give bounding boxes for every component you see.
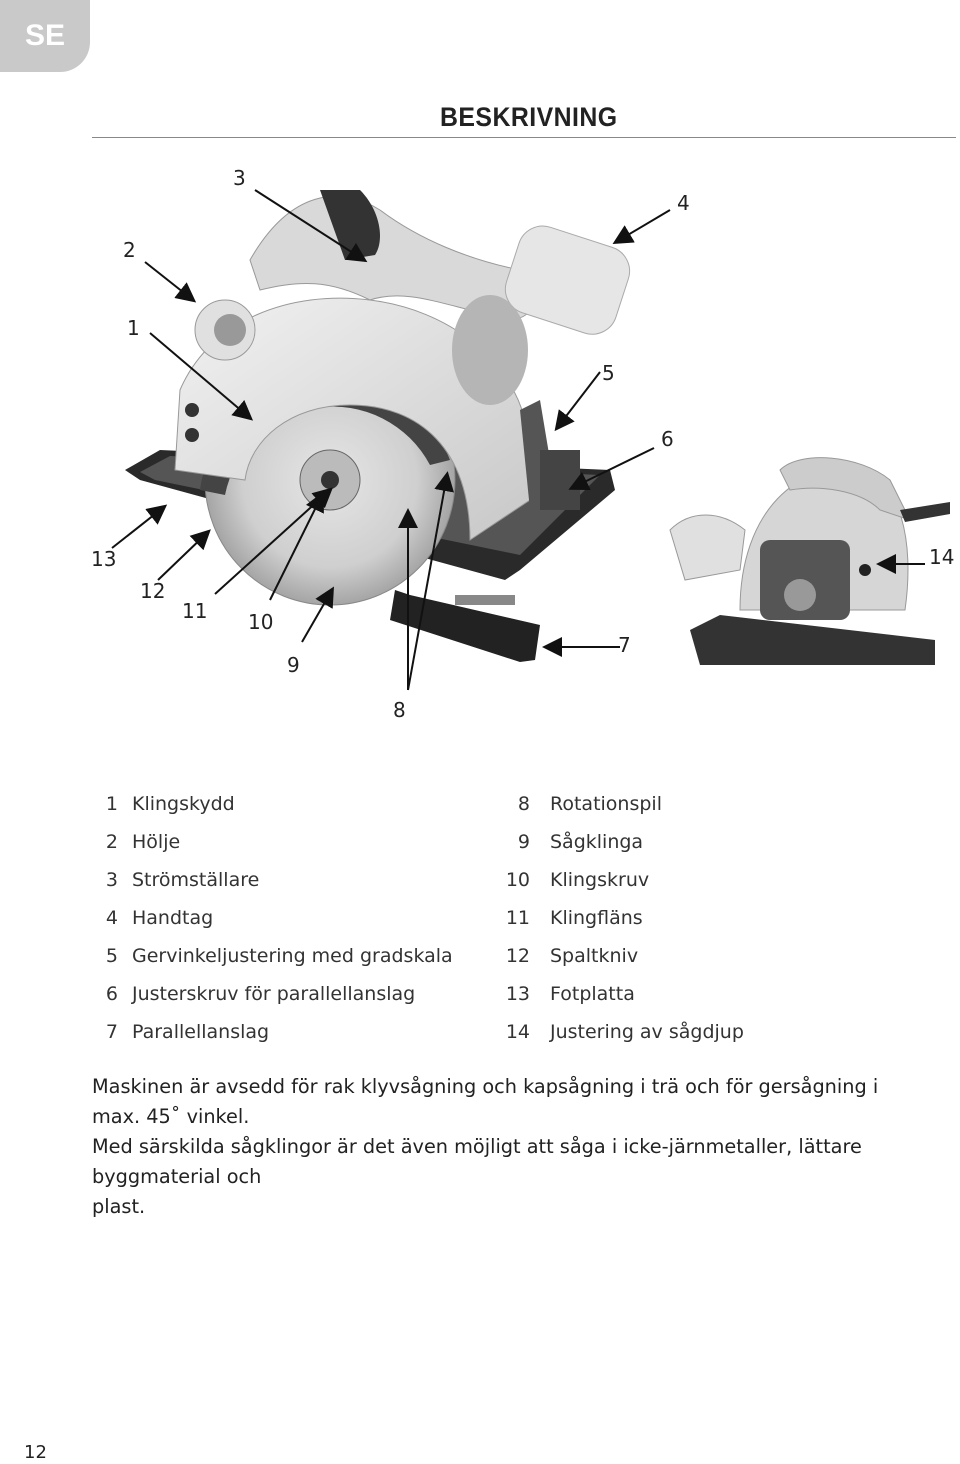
callout-12: 12 [140,579,166,603]
legend-item: 12 Spaltkniv [492,937,744,975]
description-paragraph: Maskinen är avsedd för rak klyvsågning o… [92,1072,932,1222]
legend-label: Klingfläns [550,907,643,929]
legend-item: 11 Klingfläns [492,899,744,937]
legend-number: 13 [505,983,530,1005]
legend-label: Spaltkniv [550,945,639,967]
callout-8: 8 [393,698,406,722]
legend-item: 1 Klingskydd [88,785,453,823]
callout-6: 6 [661,427,674,451]
callout-9: 9 [287,653,300,677]
title-divider [92,137,956,138]
legend-label: Rotationspil [550,793,662,815]
legend-number: 9 [517,831,530,853]
description-line: Med särskilda sågklingor är det även möj… [92,1135,862,1188]
callout-4: 4 [677,191,690,215]
legend-label: Justerskruv för parallellanslag [132,983,416,1005]
legend-label: Handtag [132,907,214,929]
legend-number: 10 [505,869,530,891]
legend-label: Strömställare [132,869,260,891]
legend-item: 3 Strömställare [88,861,453,899]
legend-number: 6 [105,983,118,1005]
saw-illustration: 1 2 3 4 5 6 7 8 9 10 11 12 13 14 [0,150,960,730]
callout-arrows [111,189,925,691]
legend-item: 10 Klingskruv [492,861,744,899]
legend-number: 1 [105,793,118,815]
legend-label: Parallellanslag [132,1021,270,1043]
legend-number: 12 [505,945,530,967]
legend-item: 4 Handtag [88,899,453,937]
callout-5: 5 [602,361,615,385]
legend-label: Klingskruv [550,869,650,891]
callout-14: 14 [929,545,955,569]
legend-label: Hölje [132,831,181,853]
callout-1: 1 [127,316,140,340]
legend-number: 2 [105,831,118,853]
legend-item: 13 Fotplatta [492,975,744,1013]
legend-item: 9 Sågklinga [492,823,744,861]
legend-item: 14 Justering av sågdjup [492,1013,744,1051]
legend-item: 2 Hölje [88,823,453,861]
legend-item: 6 Justerskruv för parallellanslag [88,975,453,1013]
legend-number: 8 [517,793,530,815]
legend-item: 7 Parallellanslag [88,1013,453,1051]
legend-number: 7 [105,1021,118,1043]
legend-number: 3 [105,869,118,891]
legend-item: 5 Gervinkeljustering med gradskala [88,937,453,975]
callout-3: 3 [233,166,246,190]
callout-2: 2 [123,238,136,262]
page-number: 12 [24,1442,47,1463]
legend-label: Justering av sågdjup [550,1021,744,1043]
description-line: plast. [92,1195,146,1218]
secondary-saw-view [669,457,950,665]
legend-number: 4 [105,907,118,929]
legend-number: 5 [105,945,118,967]
legend-left: 1 Klingskydd 2 Hölje 3 Strömställare 4 Handt… [88,785,453,1051]
section-title: BESKRIVNING [440,102,618,132]
legend-label: Sågklinga [550,831,644,853]
circular-saw-drawing [111,189,950,691]
callout-10: 10 [248,610,274,634]
legend-right: 8 Rotationspil 9 Sågklinga 10 Klingskruv 11… [492,785,744,1051]
language-tab: SE [0,0,90,72]
legend-number: 11 [505,907,530,929]
callout-13: 13 [91,547,117,571]
description-line: Maskinen är avsedd för rak klyvsågning o… [92,1075,879,1128]
callout-11: 11 [182,599,208,623]
legend-label: Gervinkeljustering med gradskala [132,945,453,967]
legend-label: Klingskydd [132,793,235,815]
legend-number: 14 [505,1021,530,1043]
legend-label: Fotplatta [550,983,635,1005]
legend-item: 8 Rotationspil [492,785,744,823]
callout-7: 7 [618,633,631,657]
